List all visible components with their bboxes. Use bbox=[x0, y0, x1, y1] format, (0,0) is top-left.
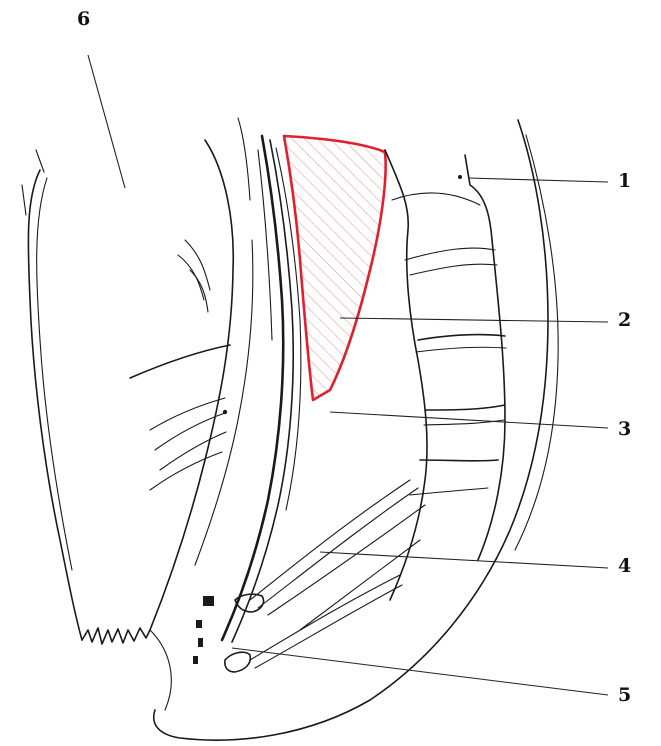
label-6: 6 bbox=[77, 10, 90, 29]
leader-line-3 bbox=[330, 412, 608, 428]
label-1: 1 bbox=[618, 172, 631, 191]
label-2: 2 bbox=[618, 311, 631, 330]
leader-line-5 bbox=[232, 648, 608, 695]
label-4: 4 bbox=[618, 557, 631, 576]
label-3: 3 bbox=[618, 420, 631, 439]
leader-line-4 bbox=[320, 552, 608, 568]
leader-line-2 bbox=[340, 318, 608, 322]
label-5: 5 bbox=[618, 686, 631, 705]
highlighted-region bbox=[284, 136, 386, 400]
left-organ-structure bbox=[22, 55, 253, 644]
central-muscular-wall bbox=[222, 136, 301, 642]
pelvic-floor-structures bbox=[150, 480, 425, 710]
